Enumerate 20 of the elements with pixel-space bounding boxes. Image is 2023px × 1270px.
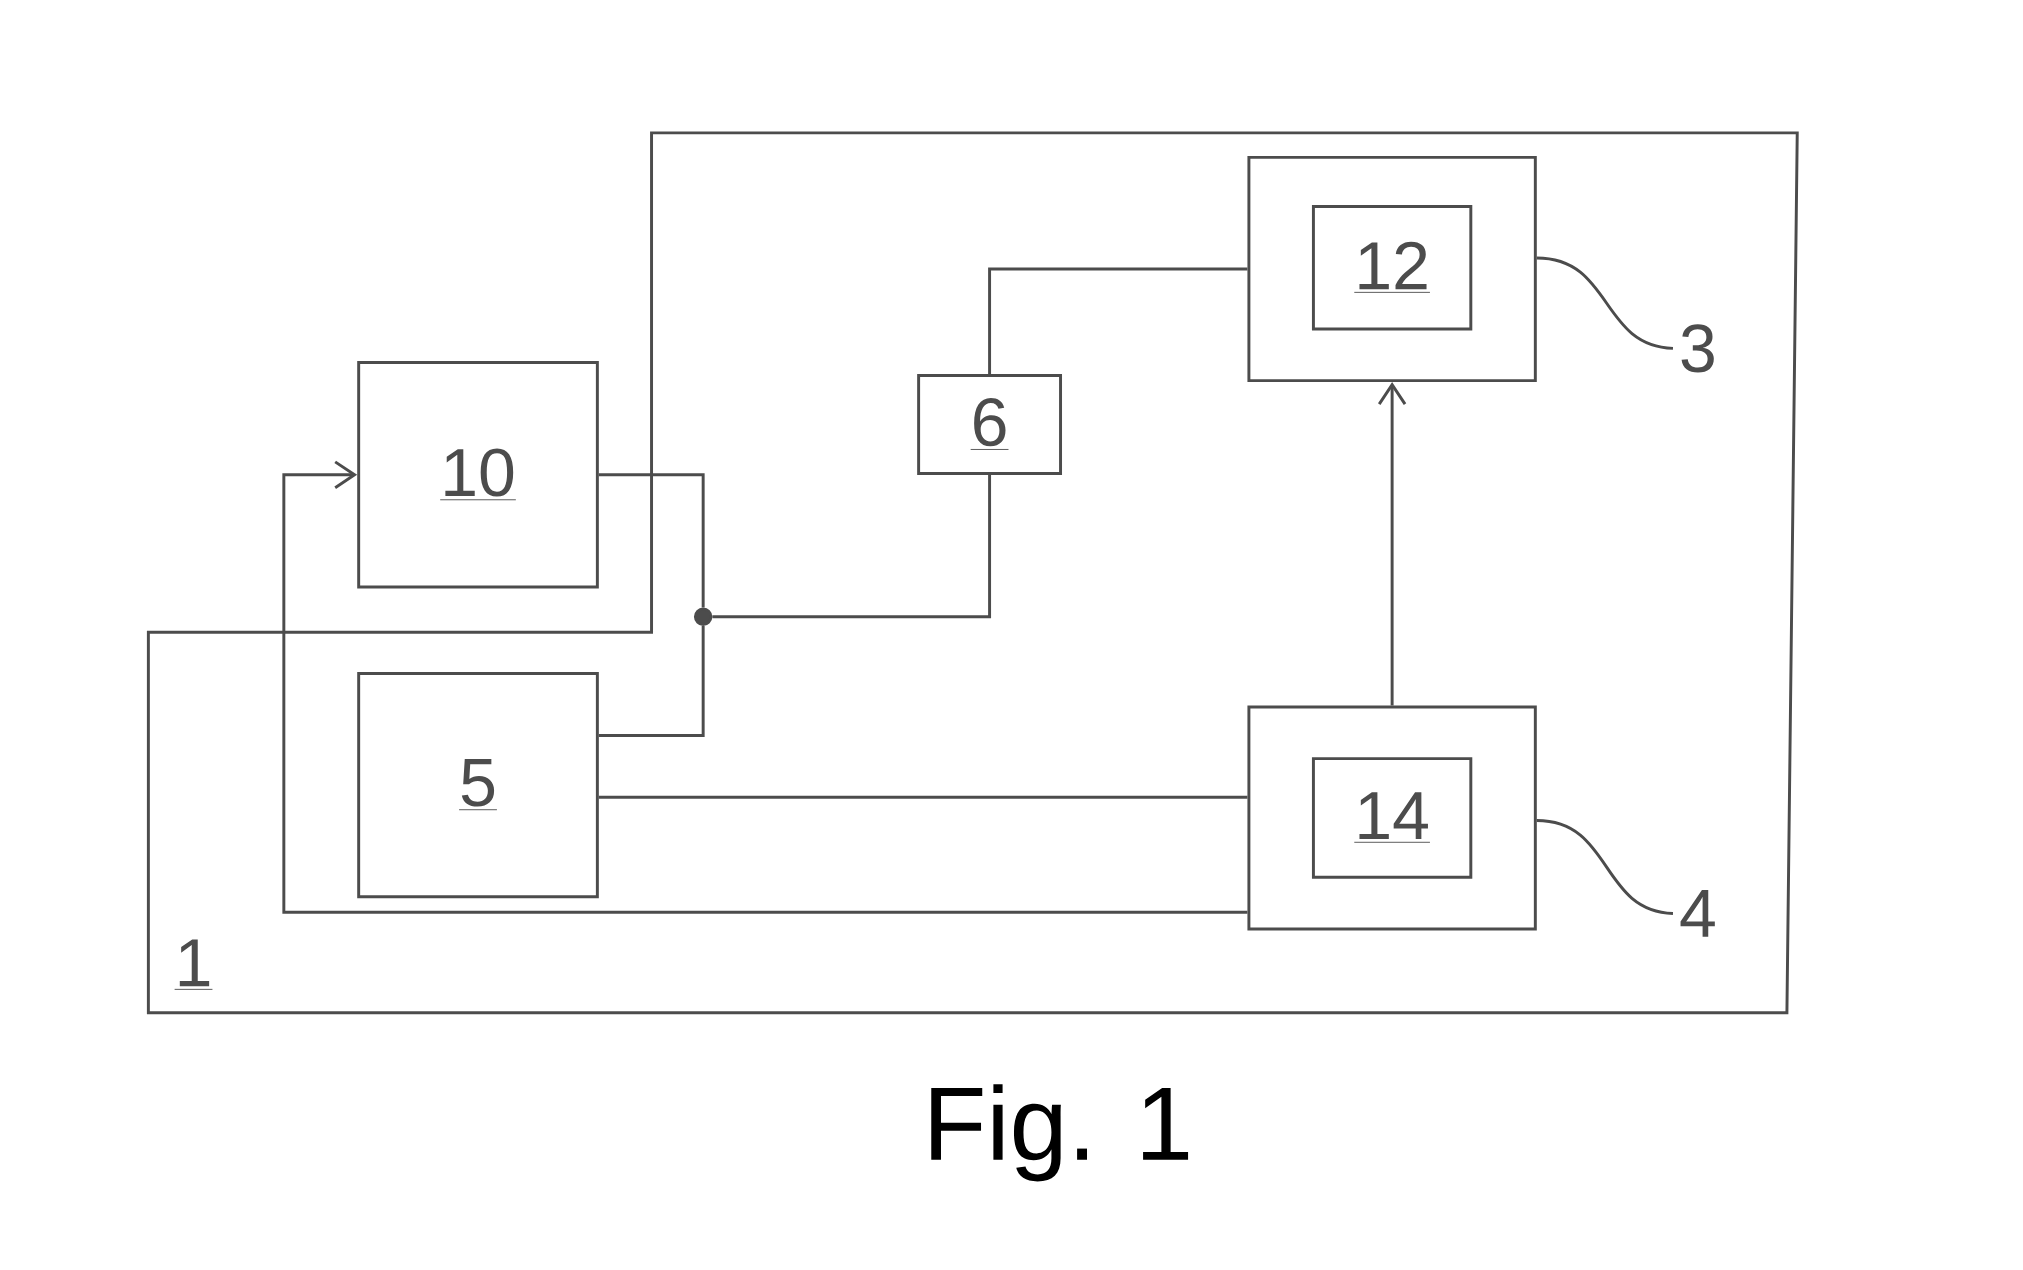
connection-line bbox=[712, 475, 992, 619]
reference-number: 3 bbox=[1681, 324, 1714, 373]
block-box: 10 bbox=[357, 361, 599, 589]
block-box: 6 bbox=[917, 374, 1062, 476]
connection-line bbox=[988, 267, 1248, 375]
leader-line bbox=[1536, 256, 1674, 351]
junction-dot bbox=[693, 607, 713, 627]
reference-number: 4 bbox=[1680, 890, 1715, 938]
block-box: 14 bbox=[1311, 757, 1473, 880]
connection-line bbox=[598, 626, 705, 738]
block-box: 12 bbox=[1311, 205, 1473, 331]
figure-caption: Fig. 1 bbox=[931, 1084, 1189, 1182]
arrow bbox=[1378, 382, 1407, 706]
block-box: 5 bbox=[357, 672, 599, 899]
block-box bbox=[1247, 156, 1537, 383]
connection-line bbox=[598, 473, 705, 608]
arrow bbox=[282, 460, 1248, 914]
block-box bbox=[1247, 705, 1537, 931]
connection-line bbox=[598, 796, 1248, 800]
leader-line bbox=[1536, 819, 1674, 916]
